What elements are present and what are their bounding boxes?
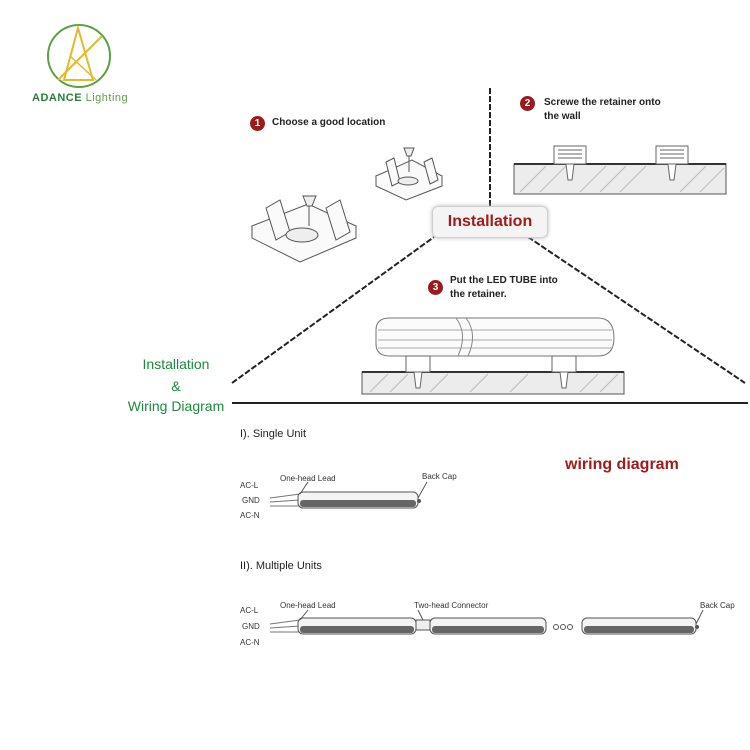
brand-name: ADANCE Lighting	[32, 92, 128, 104]
step-2-badge: 2	[520, 96, 535, 111]
step-3-text-line1: Put the LED TUBE into	[450, 275, 558, 286]
step-1-badge: 1	[250, 116, 265, 131]
tube-retainer-illustration	[361, 317, 625, 395]
wiring-diagram-title: wiring diagram	[565, 456, 679, 473]
right-slope-line	[527, 236, 746, 384]
side-title-line2: &	[171, 378, 181, 394]
single-lead-label: One-head Lead	[280, 474, 336, 483]
single-unit-tube	[269, 481, 428, 509]
step-1-text: Choose a good location	[272, 117, 386, 128]
single-gnd-label: GND	[242, 496, 260, 505]
side-title-line3: Wiring Diagram	[127, 398, 225, 414]
multi-acn-label: AC-N	[240, 638, 260, 647]
single-backcap-label: Back Cap	[422, 472, 457, 481]
single-acl-label: AC-L	[240, 481, 259, 490]
installation-title: Installation	[432, 206, 548, 238]
bracket-illustration-large	[250, 195, 358, 263]
single-unit-title: I). Single Unit	[240, 428, 307, 440]
step-2-text-line1: Screwe the retainer onto	[544, 97, 661, 108]
single-acn-label: AC-N	[240, 511, 260, 520]
step-3-text-line2: the retainer.	[450, 289, 507, 300]
multi-lead-label: One-head Lead	[280, 601, 336, 610]
multi-gnd-label: GND	[242, 622, 260, 631]
brand-name-part2: Lighting	[85, 92, 129, 104]
brand-name-part1: ADANCE	[32, 92, 83, 104]
multiple-units-title: II). Multiple Units	[240, 560, 322, 572]
multi-acl-label: AC-L	[240, 606, 259, 615]
triangle-brand-logo-icon	[47, 24, 111, 88]
side-title-line1: Installation	[142, 356, 210, 372]
bracket-illustration-small	[374, 147, 444, 201]
multi-connector-label: Two-head Connector	[414, 601, 489, 610]
step-3-badge: 3	[428, 280, 443, 295]
step-2-text-line2: the wall	[544, 111, 581, 122]
left-slope-line	[231, 236, 435, 384]
multi-backcap-label: Back Cap	[700, 601, 735, 610]
multiple-units-tubes	[269, 609, 704, 635]
wall-section-illustration	[513, 145, 727, 195]
